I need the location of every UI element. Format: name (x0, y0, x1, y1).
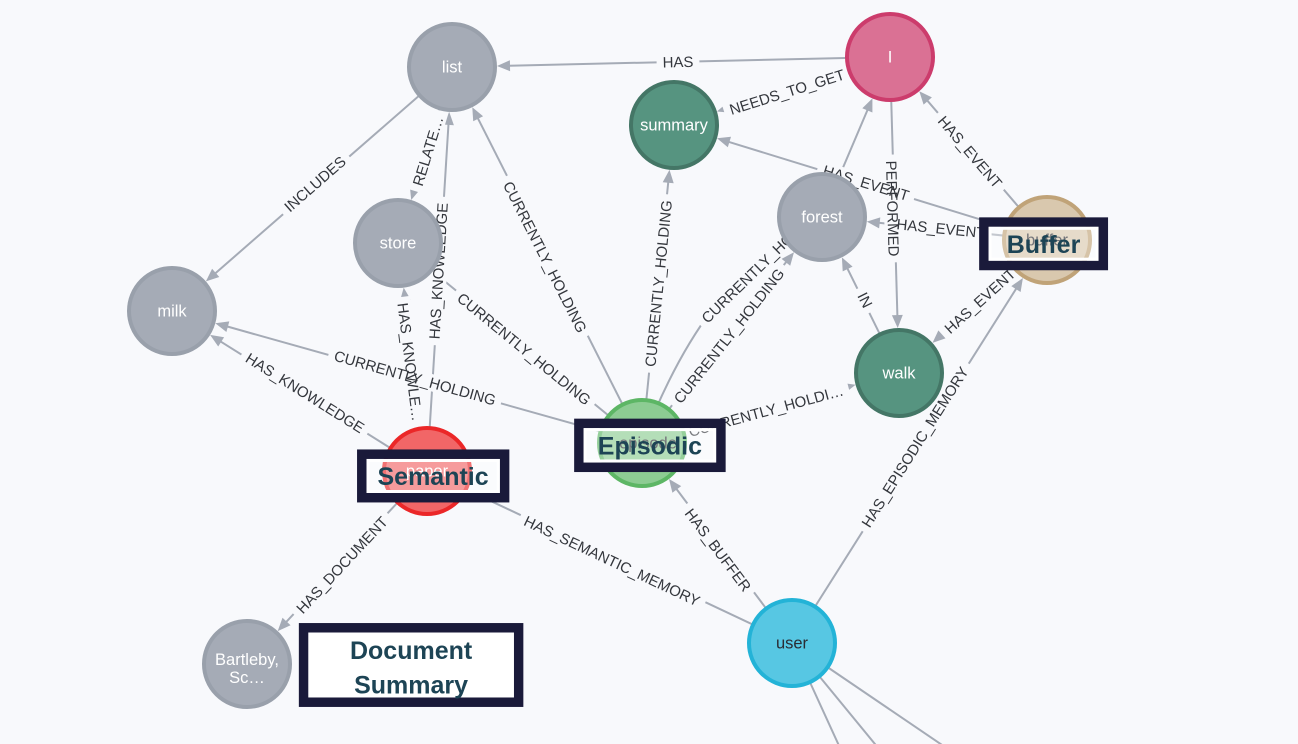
svg-text:HAS: HAS (662, 54, 693, 72)
svg-text:forest: forest (801, 209, 843, 227)
svg-text:summary: summary (640, 117, 709, 135)
svg-text:Episodic: Episodic (598, 432, 702, 460)
svg-text:walk: walk (881, 365, 916, 383)
svg-text:Semantic: Semantic (378, 463, 489, 491)
svg-text:user: user (776, 635, 809, 653)
svg-text:episode: episode (619, 435, 677, 453)
svg-text:PERFORMED: PERFORMED (882, 160, 902, 256)
svg-text:Sc…: Sc… (229, 669, 265, 687)
svg-text:Document: Document (350, 637, 473, 665)
svg-text:buffer: buffer (1026, 232, 1068, 250)
svg-text:Summary: Summary (354, 672, 468, 700)
svg-text:milk: milk (157, 303, 187, 321)
svg-text:store: store (380, 235, 417, 253)
svg-text:I: I (888, 49, 893, 67)
svg-text:list: list (442, 59, 463, 77)
svg-text:IN: IN (853, 290, 875, 311)
svg-text:Buffer: Buffer (1007, 231, 1081, 259)
svg-text:paper: paper (406, 463, 449, 481)
svg-text:Bartleby,: Bartleby, (215, 651, 279, 669)
